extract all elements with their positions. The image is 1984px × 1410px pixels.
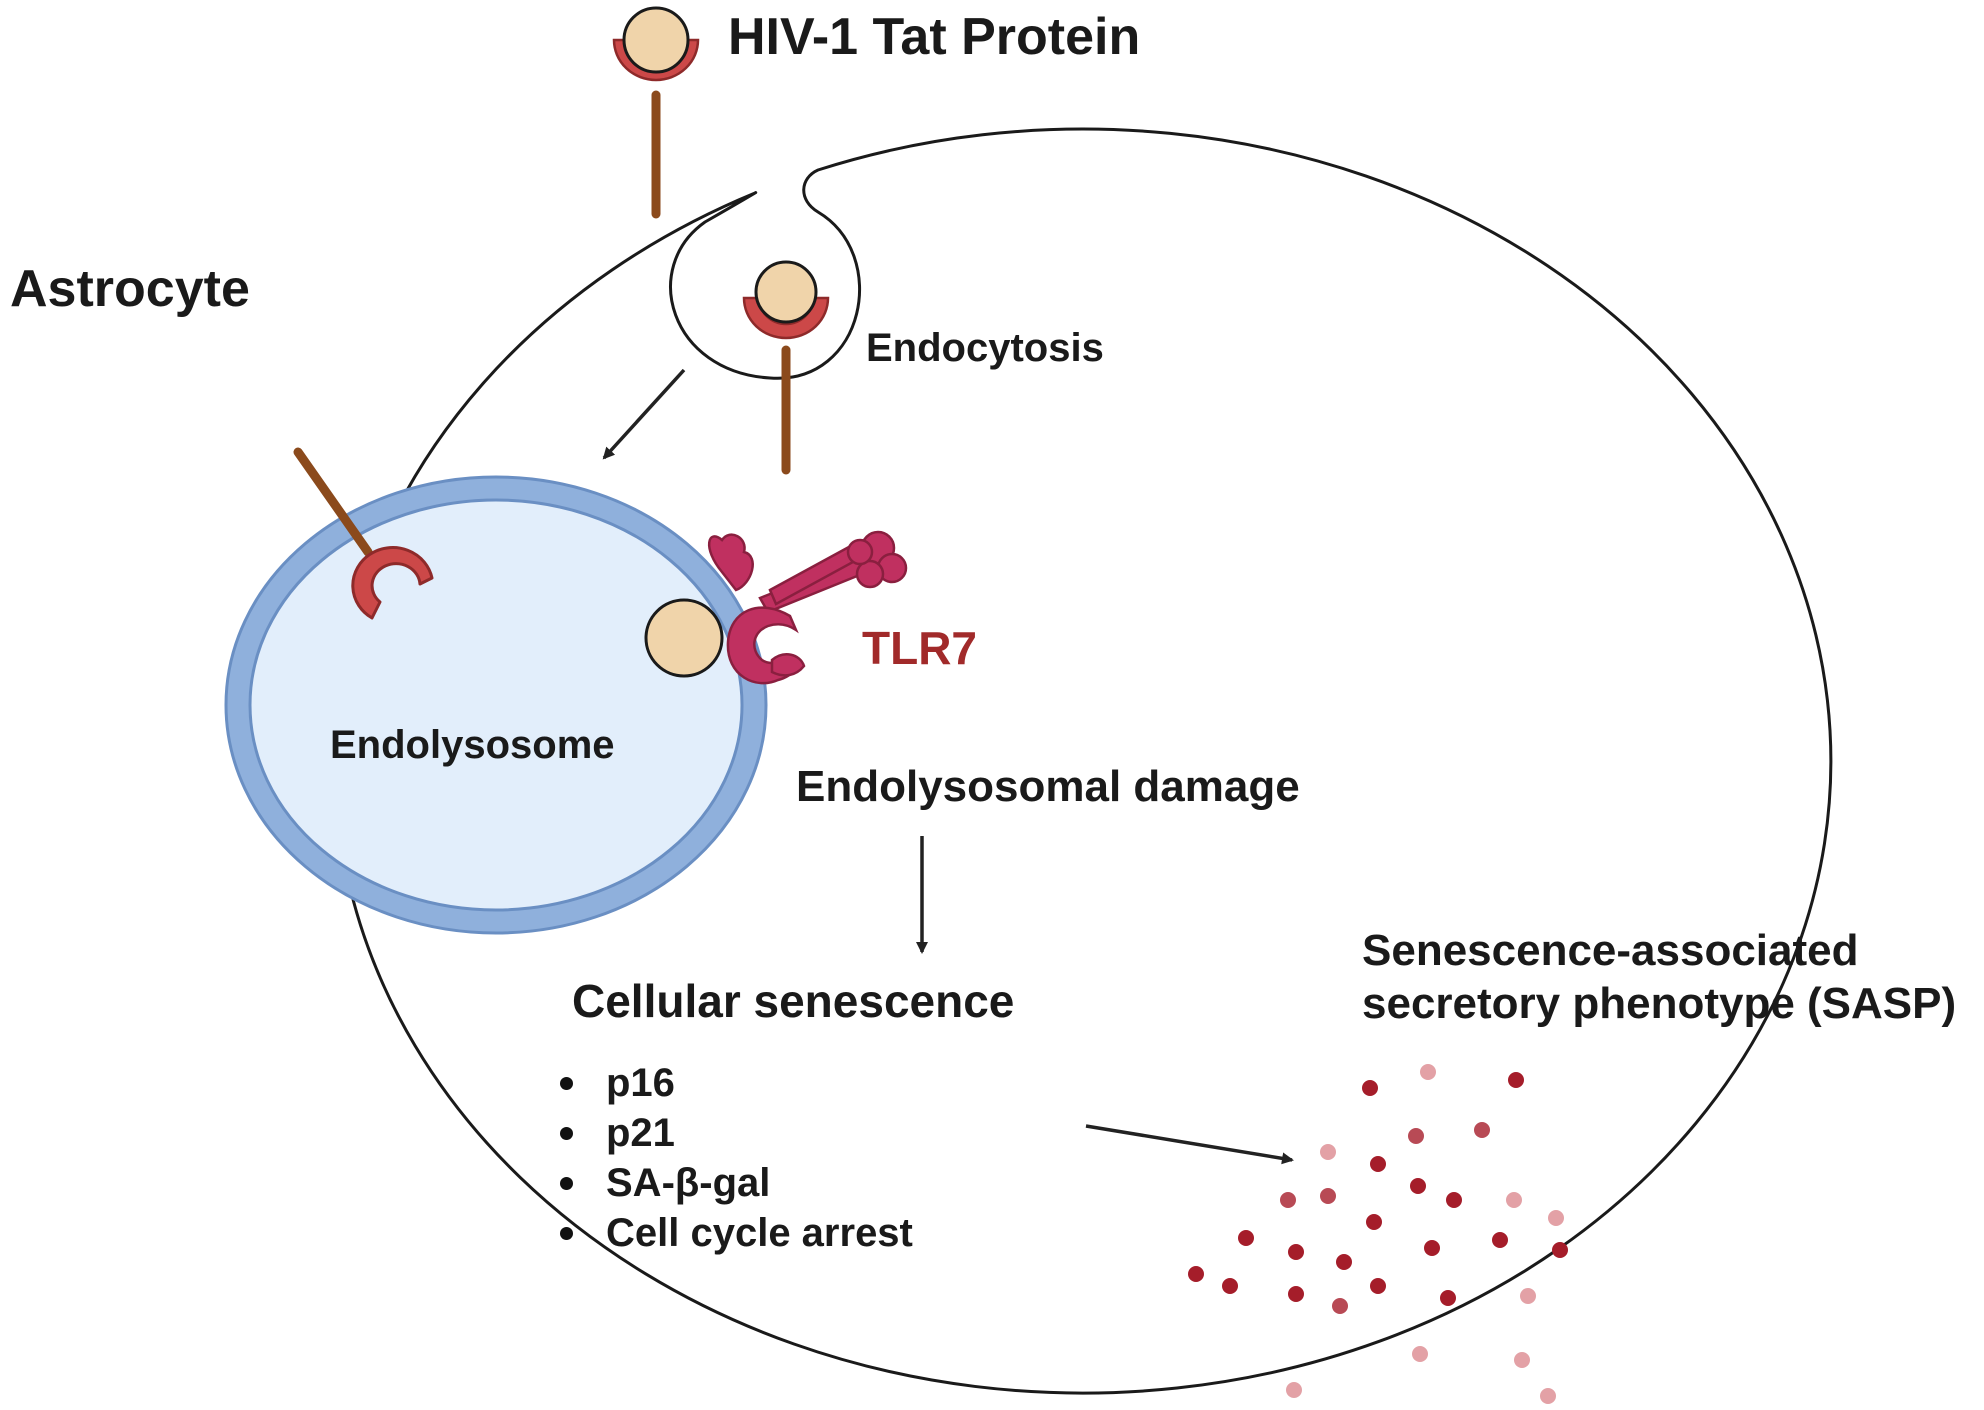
sasp-particle — [1188, 1266, 1204, 1282]
sasp-particle — [1332, 1298, 1348, 1314]
sasp-label: Senescence-associated secretory phenotyp… — [1362, 925, 1956, 1031]
sasp-particle — [1506, 1192, 1522, 1208]
sasp-particle — [1370, 1278, 1386, 1294]
senescence-marker-text: p16 — [606, 1061, 675, 1105]
senescence-marker-item: SA-β-gal — [550, 1158, 913, 1208]
sasp-particle — [1288, 1286, 1304, 1302]
sasp-particle — [1492, 1232, 1508, 1248]
sasp-label-line-1: Senescence-associated — [1362, 926, 1859, 975]
extracellular-tat-receptor — [612, 6, 700, 219]
sasp-particle — [1548, 1210, 1564, 1226]
tat-protein-label: HIV-1 Tat Protein — [728, 8, 1141, 66]
endolysosomal-damage-label: Endolysosomal damage — [796, 762, 1300, 811]
sasp-label-line-2: secretory phenotype (SASP) — [1362, 978, 1957, 1028]
endolysosome-receptor — [293, 447, 434, 620]
sasp-particle — [1474, 1122, 1490, 1138]
bullet-icon — [560, 1227, 573, 1240]
senescence-marker-text: p21 — [606, 1111, 675, 1155]
sasp-particle — [1320, 1188, 1336, 1204]
sasp-particle — [1286, 1382, 1302, 1398]
tlr7-label: TLR7 — [862, 622, 977, 674]
sasp-particle — [1320, 1144, 1336, 1160]
sasp-particle — [1362, 1080, 1378, 1096]
tlr7-receptor — [707, 530, 908, 685]
bullet-icon — [560, 1127, 573, 1140]
senescence-marker-item: Cell cycle arrest — [550, 1208, 913, 1258]
sasp-particle — [1280, 1192, 1296, 1208]
senescence-marker-text: Cell cycle arrest — [606, 1211, 913, 1255]
sasp-particle — [1222, 1278, 1238, 1294]
sasp-particle — [1410, 1178, 1426, 1194]
senescence-marker-text: SA-β-gal — [606, 1161, 771, 1205]
sasp-particle — [1424, 1240, 1440, 1256]
tat-protein-at-tlr7 — [644, 598, 724, 678]
sasp-particle — [1440, 1290, 1456, 1306]
sasp-particle — [1366, 1214, 1382, 1230]
internalized-tat-receptor — [742, 260, 830, 475]
sasp-particle — [1420, 1064, 1436, 1080]
sasp-particle — [1370, 1156, 1386, 1172]
astrocyte-label: Astrocyte — [10, 260, 250, 318]
sasp-particle — [1408, 1128, 1424, 1144]
endolysosome — [224, 475, 768, 935]
sasp-particle — [1552, 1242, 1568, 1258]
sasp-particle — [1514, 1352, 1530, 1368]
arrow-senescence-to-sasp — [1085, 1124, 1294, 1165]
sasp-particle — [1412, 1346, 1428, 1362]
sasp-particles — [1188, 1064, 1568, 1404]
senescence-marker-list: p16 p21 SA-β-gal Cell cycle arrest — [550, 1058, 913, 1258]
sasp-particle — [1238, 1230, 1254, 1246]
bullet-icon — [560, 1077, 573, 1090]
endolysosome-label: Endolysosome — [330, 723, 615, 767]
cellular-senescence-label: Cellular senescence — [572, 975, 1015, 1027]
sasp-particle — [1336, 1254, 1352, 1270]
sasp-particle — [1520, 1288, 1536, 1304]
arrow-endocytosis-to-endolysosome — [602, 368, 686, 460]
sasp-particle — [1446, 1192, 1462, 1208]
bullet-icon — [560, 1177, 573, 1190]
sasp-particle — [1508, 1072, 1524, 1088]
senescence-marker-item: p16 — [550, 1058, 913, 1108]
endocytosis-label: Endocytosis — [866, 326, 1104, 370]
sasp-particle — [1540, 1388, 1556, 1404]
senescence-marker-item: p21 — [550, 1108, 913, 1158]
sasp-particle — [1288, 1244, 1304, 1260]
